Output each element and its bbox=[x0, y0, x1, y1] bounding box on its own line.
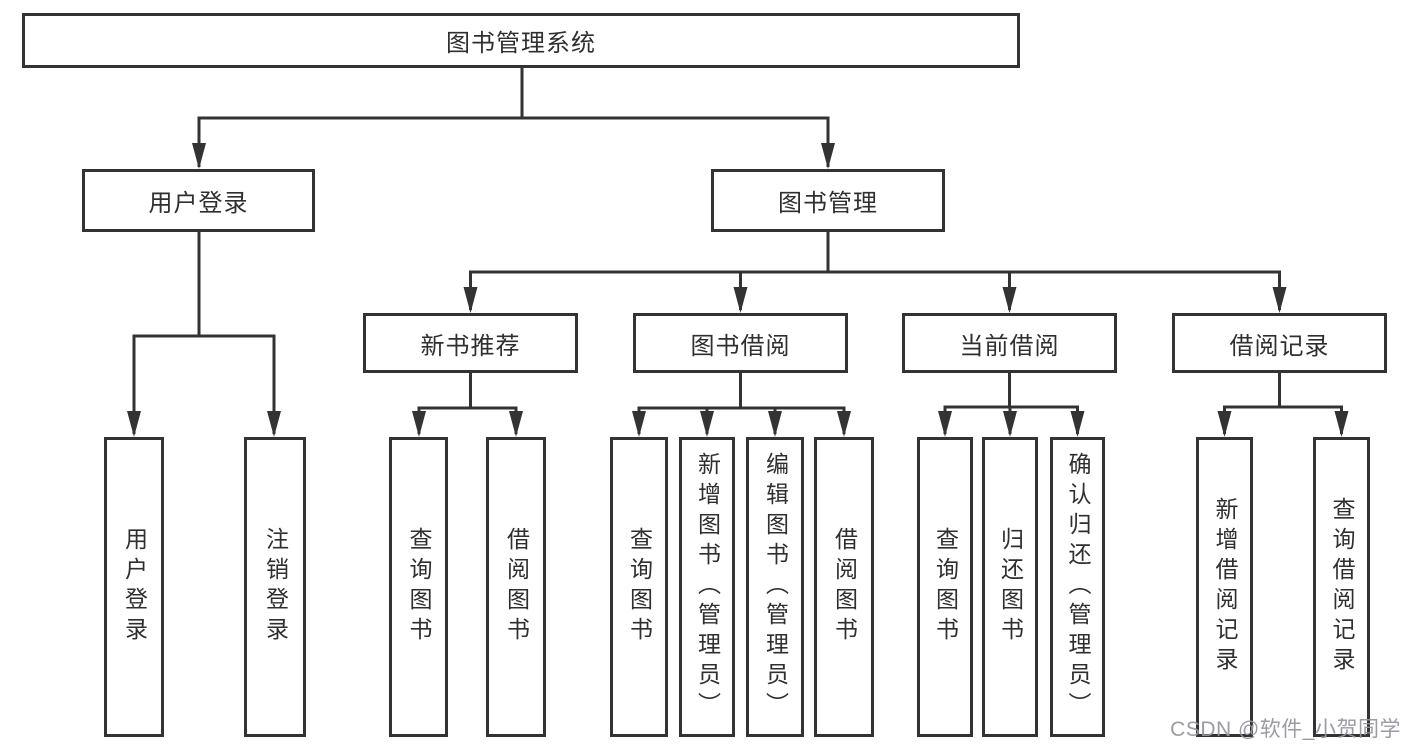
leaf-query-books-recommend: 查询图书 bbox=[389, 437, 448, 737]
leaf-query-borrow-record: 查询借阅记录 bbox=[1313, 437, 1370, 737]
node-user-login: 用户登录 bbox=[82, 169, 315, 232]
node-book-management: 图书管理 bbox=[711, 169, 945, 232]
leaf-borrow-books: 借阅图书 bbox=[814, 437, 874, 737]
leaf-return-books-label: 归还图书 bbox=[997, 527, 1024, 647]
leaf-borrow-books-recommend: 借阅图书 bbox=[486, 437, 546, 737]
node-borrowing-records: 借阅记录 bbox=[1172, 313, 1387, 373]
leaf-confirm-return-admin-label: 确认归还（管理员） bbox=[1065, 452, 1091, 722]
leaf-logout-login-label: 注销登录 bbox=[262, 527, 289, 647]
leaf-add-books-admin: 新增图书（管理员） bbox=[679, 437, 735, 737]
leaf-query-books-recommend-label: 查询图书 bbox=[406, 527, 432, 647]
node-root-library-system: 图书管理系统 bbox=[22, 13, 1020, 68]
leaf-user-login-label: 用户登录 bbox=[121, 527, 148, 647]
node-borrowing-records-label: 借阅记录 bbox=[1229, 332, 1330, 360]
node-current-borrowing: 当前借阅 bbox=[902, 313, 1117, 373]
leaf-edit-books-admin-label: 编辑图书（管理员） bbox=[762, 452, 789, 722]
leaf-query-borrow-record-label: 查询借阅记录 bbox=[1329, 497, 1355, 677]
node-new-book-recommend: 新书推荐 bbox=[363, 313, 578, 373]
leaf-query-books-borrowing: 查询图书 bbox=[610, 437, 668, 737]
leaf-confirm-return-admin: 确认归还（管理员） bbox=[1050, 437, 1105, 737]
leaf-edit-books-admin: 编辑图书（管理员） bbox=[746, 437, 804, 737]
node-book-borrowing: 图书借阅 bbox=[633, 313, 848, 373]
leaf-add-books-admin-label: 新增图书（管理员） bbox=[694, 452, 721, 722]
leaf-add-borrow-record-label: 新增借阅记录 bbox=[1212, 497, 1238, 677]
node-user-login-label: 用户登录 bbox=[148, 190, 249, 217]
node-current-borrowing-label: 当前借阅 bbox=[959, 332, 1060, 360]
leaf-logout-login: 注销登录 bbox=[244, 437, 306, 737]
node-book-management-label: 图书管理 bbox=[778, 190, 878, 217]
leaf-borrow-books-recommend-label: 借阅图书 bbox=[503, 527, 530, 647]
node-root-label: 图书管理系统 bbox=[446, 30, 596, 57]
leaf-query-books-borrowing-label: 查询图书 bbox=[626, 527, 653, 647]
leaf-add-borrow-record: 新增借阅记录 bbox=[1196, 437, 1253, 737]
node-new-book-recommend-label: 新书推荐 bbox=[420, 332, 521, 360]
leaf-user-login: 用户登录 bbox=[104, 437, 164, 737]
leaf-query-books-current: 查询图书 bbox=[917, 437, 973, 737]
node-book-borrowing-label: 图书借阅 bbox=[690, 332, 791, 360]
arrowhead-icons bbox=[127, 143, 1349, 437]
csdn-watermark: CSDN @软件_小贺同学 bbox=[1170, 718, 1401, 741]
leaf-borrow-books-label: 借阅图书 bbox=[831, 527, 858, 647]
leaf-query-books-current-label: 查询图书 bbox=[932, 527, 959, 647]
leaf-return-books: 归还图书 bbox=[982, 437, 1038, 737]
